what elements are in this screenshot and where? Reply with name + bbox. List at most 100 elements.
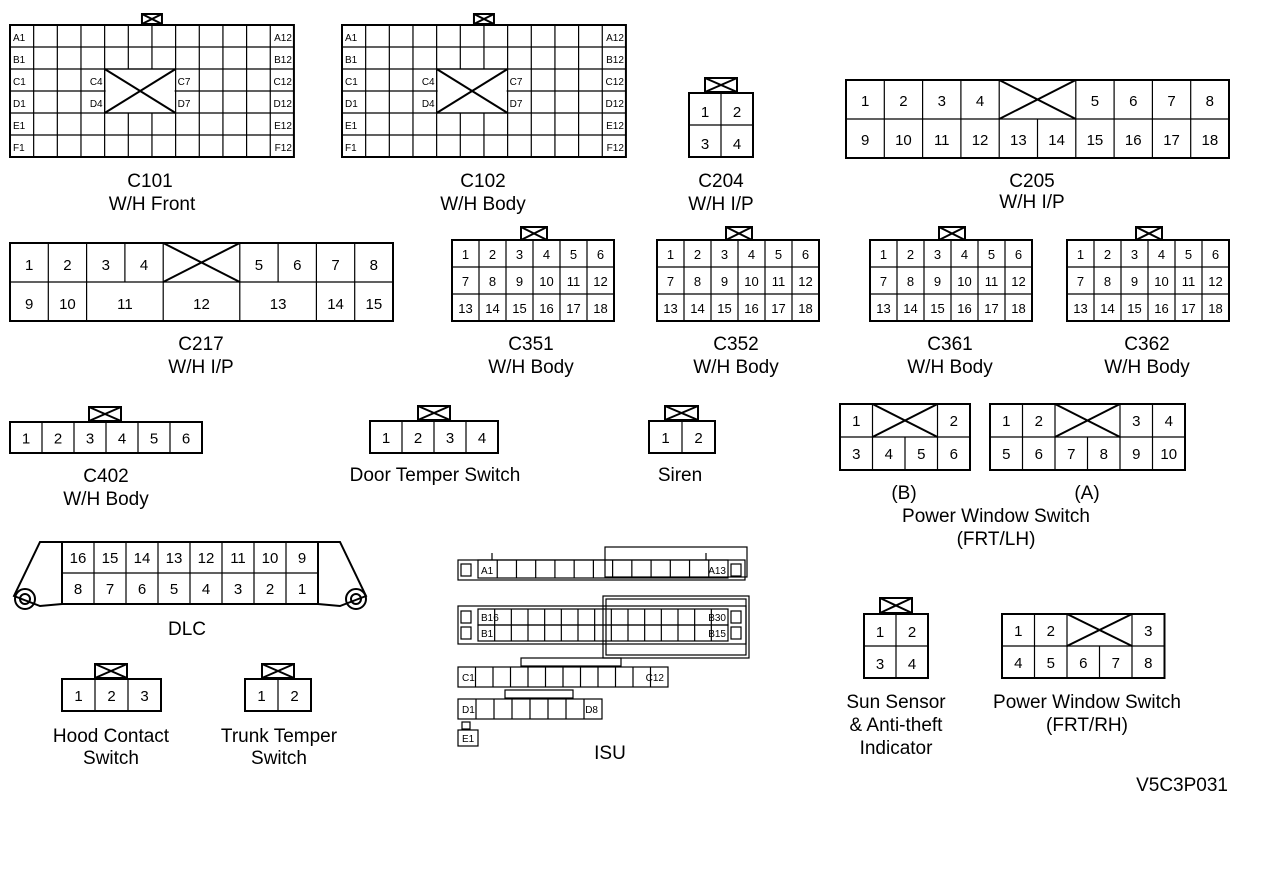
pin-label: 2 — [489, 247, 496, 262]
isu-label: ISU — [594, 743, 626, 764]
pin-label: 6 — [802, 247, 809, 262]
pin-label: 1 — [667, 247, 674, 262]
pin-label: 3 — [140, 688, 148, 705]
blank-cross — [664, 405, 699, 421]
pin-label: 4 — [118, 431, 126, 448]
pin-label: 12 — [1208, 274, 1222, 289]
pin-label: D7 — [510, 99, 523, 110]
isu-housing — [602, 595, 750, 659]
pin-label: 9 — [516, 274, 523, 289]
hood-contact-label: Hood Contact — [53, 726, 170, 747]
pws-a-label: (A) — [1074, 483, 1099, 504]
pin-label: 1 — [876, 624, 884, 641]
c402-id: C402 — [83, 466, 128, 487]
pin-label: 1 — [74, 688, 82, 705]
pws-frt-rh-sublabel: (FRT/RH) — [1046, 715, 1128, 736]
pin-label: 1 — [22, 431, 30, 448]
mount-hole-left-inner — [19, 593, 31, 605]
pin-label: 6 — [950, 446, 958, 463]
pin-label: 9 — [298, 550, 306, 567]
pin-label: 14 — [485, 301, 499, 316]
pin-label: 4 — [1158, 247, 1165, 262]
pin-label: 5 — [255, 257, 263, 274]
pin-label: 15 — [102, 550, 119, 567]
pin-label: 3 — [1132, 413, 1140, 430]
pin-label: 7 — [331, 257, 339, 274]
pin-label: 5 — [150, 431, 158, 448]
pin-label: B16 — [481, 613, 499, 624]
pin-label: C7 — [510, 77, 523, 88]
pin-label: 16 — [70, 550, 87, 567]
pin-label: 11 — [117, 296, 133, 313]
isu-key — [504, 689, 574, 699]
dlc-label: DLC — [168, 619, 206, 640]
c402-name: W/H Body — [63, 489, 149, 510]
pin-label: 2 — [733, 104, 741, 121]
isu-latch — [730, 610, 742, 624]
pin-label: 3 — [934, 247, 941, 262]
pin-label: 10 — [895, 132, 912, 149]
blank-cross — [473, 13, 495, 25]
pws-frt-lh-sublabel: (FRT/LH) — [957, 529, 1036, 550]
pin-label: 9 — [934, 274, 941, 289]
c352-id: C352 — [713, 334, 758, 355]
blank-cross — [1054, 403, 1121, 438]
pin-label: 11 — [1182, 274, 1196, 289]
pin-label: 2 — [290, 688, 298, 705]
pin-label: 17 — [771, 301, 785, 316]
blank-cross — [141, 13, 163, 25]
pin-label: 6 — [1035, 446, 1043, 463]
c361-id: C361 — [927, 334, 972, 355]
pin-label: 6 — [293, 257, 301, 274]
pin-label: 7 — [106, 581, 114, 598]
pin-label: C1 — [345, 77, 358, 88]
pin-label: 4 — [961, 247, 968, 262]
pin-label: 2 — [899, 93, 907, 110]
pin-label: 11 — [934, 132, 950, 149]
pin-label: D12 — [274, 99, 293, 110]
pin-label: 11 — [230, 550, 246, 567]
pin-label: 17 — [566, 301, 580, 316]
dlc-flange-left — [12, 541, 63, 608]
pin-label: A12 — [274, 33, 292, 44]
door-temper-switch-label: Door Temper Switch — [350, 465, 521, 486]
c351-name: W/H Body — [488, 357, 574, 378]
c352-name: W/H Body — [693, 357, 779, 378]
pin-label: A1 — [481, 566, 494, 577]
pin-label: 9 — [861, 132, 869, 149]
blank-cross — [162, 242, 241, 283]
c204-name: W/H I/P — [688, 194, 753, 215]
pin-label: A1 — [345, 33, 358, 44]
pin-label: 6 — [597, 247, 604, 262]
pin-label: B15 — [708, 629, 726, 640]
pin-label: 13 — [1073, 301, 1087, 316]
pin-label: C4 — [90, 77, 103, 88]
isu-key — [520, 657, 622, 667]
pin-label: B30 — [708, 613, 726, 624]
pin-label: 10 — [539, 274, 553, 289]
isu-key — [461, 721, 471, 730]
pin-label: 8 — [74, 581, 82, 598]
pin-label: 2 — [107, 688, 115, 705]
pin-label: B12 — [274, 55, 292, 66]
pin-label: 5 — [170, 581, 178, 598]
pin-label: C12 — [646, 673, 665, 684]
pin-label: 6 — [1212, 247, 1219, 262]
pin-label: 1 — [1077, 247, 1084, 262]
blank-cross — [1066, 613, 1133, 647]
blank-area-outline — [436, 68, 509, 114]
pin-label: 14 — [903, 301, 917, 316]
pin-label: 2 — [1104, 247, 1111, 262]
pin-label: 3 — [721, 247, 728, 262]
pin-label: 16 — [539, 301, 553, 316]
blank-cross — [436, 68, 509, 114]
outline — [61, 678, 162, 712]
